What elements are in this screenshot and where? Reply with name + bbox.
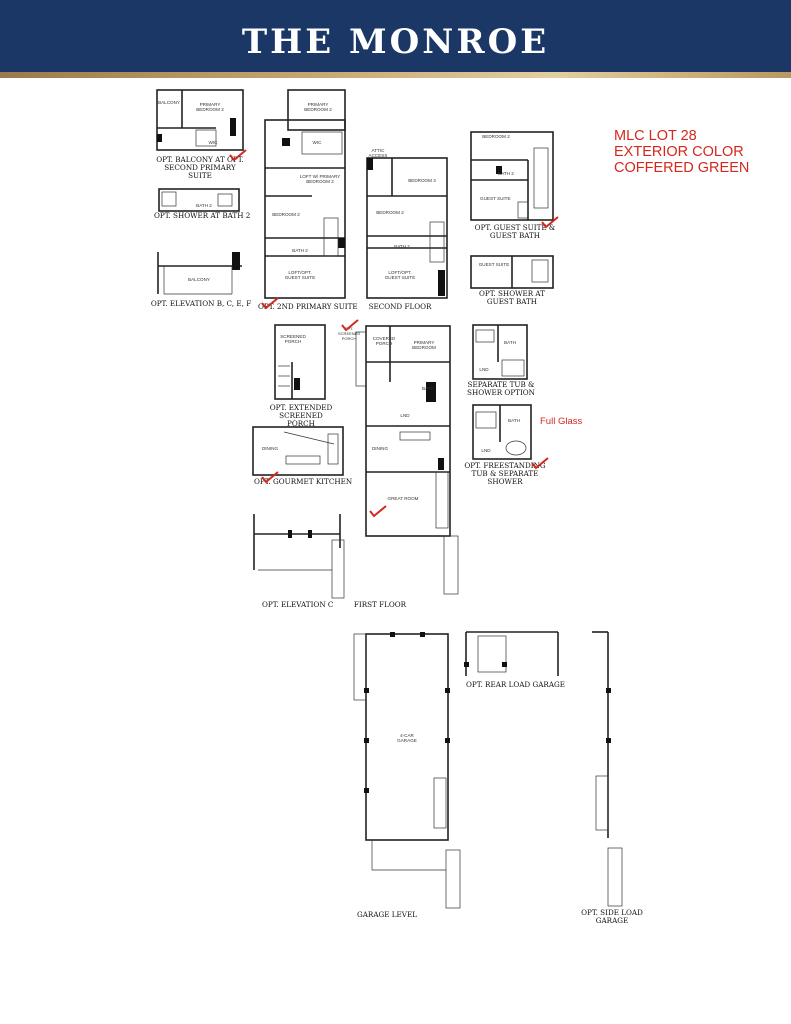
room-label: LND xyxy=(481,448,491,453)
page-title: THE MONROE xyxy=(241,22,550,62)
room-label: LND xyxy=(479,367,489,372)
caption: OPT. GUEST SUITE & GUEST BATH xyxy=(474,223,556,240)
caption: OPT. SIDE LOAD GARAGE xyxy=(581,908,643,925)
caption: GARAGE LEVEL xyxy=(356,910,418,919)
rear-load-plan xyxy=(464,631,559,676)
room-label: BATH xyxy=(422,386,434,391)
caption: OPT. FREESTANDING TUB & SEPARATE SHOWER xyxy=(464,461,546,486)
room-label: PRIMARY BEDROOM xyxy=(412,340,436,350)
guest-suite-plan xyxy=(470,131,554,221)
room-label: PRIMARY BEDROOM 2 xyxy=(304,102,332,112)
room-label: GREAT ROOM xyxy=(387,496,419,501)
caption: OPT. GOURMET KITCHEN xyxy=(254,477,353,486)
caption: OPT. BALCONY AT OPT. SECOND PRIMARY SUIT… xyxy=(156,155,244,180)
gold-divider xyxy=(0,72,791,78)
second-primary-plan xyxy=(264,89,346,299)
checkmark-icon xyxy=(341,319,359,332)
room-label: SCREENED PORCH xyxy=(280,334,306,344)
elevation-c-plan xyxy=(253,514,345,599)
gourmet-kitchen-plan xyxy=(252,426,344,476)
separate-tub-plan xyxy=(472,324,528,380)
room-label: WIC xyxy=(312,140,322,145)
checkmark-icon xyxy=(229,149,247,162)
lot-note: MLC LOT 28 EXTERIOR COLOR COFFERED GREEN xyxy=(614,128,749,176)
room-label: BATH 2 xyxy=(498,171,514,176)
room-label: BATH 2 xyxy=(394,244,410,249)
room-label: BATH 2 xyxy=(292,248,308,253)
room-label: LND xyxy=(400,413,410,418)
caption: OPT. SHOWER AT BATH 2 xyxy=(154,211,251,220)
room-label: GUEST SUITE xyxy=(480,196,511,201)
checkmark-icon xyxy=(369,505,387,518)
caption: SEPARATE TUB & SHOWER OPTION xyxy=(467,380,535,397)
checkmark-icon xyxy=(261,297,279,310)
elevation-bcef-plan xyxy=(157,252,242,295)
room-label: BATH xyxy=(504,340,516,345)
caption: FIRST FLOOR xyxy=(353,600,407,609)
caption: OPT. ELEVATION C xyxy=(262,600,334,609)
room-label: BEDROOM 2 xyxy=(272,212,300,217)
room-label: LOFT/OPT. GUEST SUITE xyxy=(284,270,316,280)
room-label: LOFT W/ PRIMARY BEDROOM 2 xyxy=(299,174,341,184)
caption: OPT. REAR LOAD GARAGE xyxy=(466,680,566,689)
checkmark-icon xyxy=(531,457,549,470)
room-label: LOFT/OPT. GUEST SUITE xyxy=(384,270,416,280)
room-label: PRIMARY BEDROOM 2 xyxy=(196,102,224,112)
checkmark-icon xyxy=(261,471,279,484)
caption: OPT. EXTENDED SCREENED PORCH xyxy=(269,403,333,428)
side-load-plan xyxy=(592,631,623,907)
room-label: BEDROOM 2 xyxy=(376,210,404,215)
garage-level-plan xyxy=(353,632,461,909)
room-label: BALCONY xyxy=(188,277,210,282)
first-floor-plan xyxy=(355,325,459,595)
room-label: WIC xyxy=(208,140,218,145)
room-label: BALCONY xyxy=(158,100,180,105)
shower-guest-plan xyxy=(470,255,554,289)
lot-note-line: MLC LOT 28 xyxy=(614,128,697,144)
room-label: COVERED PORCH xyxy=(372,336,396,346)
title-banner: THE MONROE xyxy=(0,0,791,78)
room-label: DINING xyxy=(261,446,279,451)
room-label: BATH 2 xyxy=(196,203,212,208)
balcony-plan xyxy=(156,89,244,151)
caption: SECOND FLOOR xyxy=(368,302,432,311)
room-label: DINING xyxy=(371,446,389,451)
checkmark-icon xyxy=(541,216,559,229)
screened-porch-plan xyxy=(274,324,326,400)
room-label: BATH xyxy=(508,418,520,423)
lot-note-line: COFFERED GREEN xyxy=(614,160,750,176)
room-label: 4-CAR GARAGE xyxy=(397,733,417,743)
caption: OPT. ELEVATION B, C, E, F xyxy=(150,299,252,308)
room-label: GUEST SUITE xyxy=(478,262,510,267)
shower-bath2-plan xyxy=(158,188,240,212)
caption: OPT. SHOWER AT GUEST BATH xyxy=(478,289,546,306)
lot-note-line: EXTERIOR COLOR xyxy=(614,144,744,160)
glass-note: Full Glass xyxy=(540,416,583,427)
room-label: ATTIC ACCESS xyxy=(368,148,388,158)
room-label: BEDROOM 3 xyxy=(408,178,436,183)
caption: OPT. 2ND PRIMARY SUITE xyxy=(258,302,358,311)
second-floor-plan xyxy=(366,157,448,299)
room-label: BEDROOM 2 xyxy=(482,134,510,139)
freestanding-tub-plan xyxy=(472,404,532,460)
